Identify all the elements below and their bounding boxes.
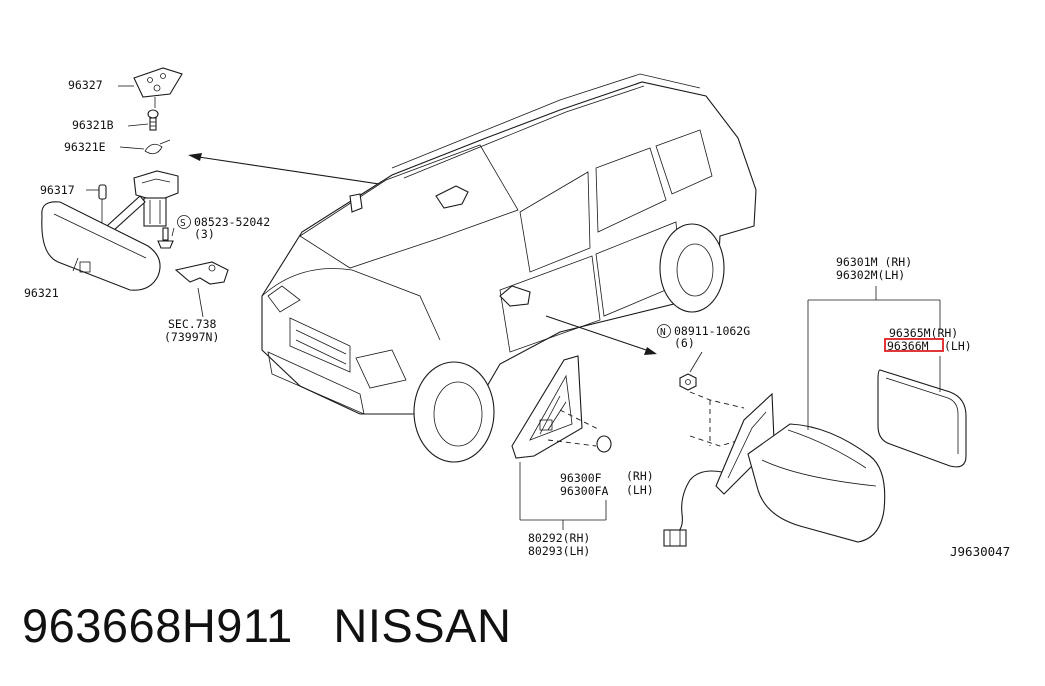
label-nut-qty: (6) [674,336,695,350]
label-96366m-side: (LH) [944,339,972,353]
parts-diagram: 96327 96321B 96321E 96317 96321 S 08523-… [24,67,1010,559]
label-80293: 80293(LH) [528,544,590,558]
caption-part-number: 963668H911 [22,599,293,652]
label-96300f-side: (RH) [626,469,654,483]
mirror-mount-bracket [133,170,179,202]
mirror-base-plate [133,67,183,98]
s-symbol-circle [177,215,191,229]
vehicle-illustration [261,73,757,463]
label-08911-1062g: 08911-1062G [674,324,750,338]
interior-mirror-group [41,67,229,318]
label-96321e: 96321E [64,140,106,154]
label-80292: 80292(RH) [528,531,590,545]
caption: 963668H911 NISSAN [22,598,511,653]
label-96300fa: 96300FA [560,484,609,498]
part-labels: 96327 96321B 96321E 96317 96321 S 08523-… [24,78,1010,559]
caption-brand: NISSAN [333,599,512,652]
mirror-glass [877,369,967,468]
screw-symbol: S [180,218,186,229]
nut-symbol: N [660,327,666,338]
mirror-harness [675,470,723,535]
corner-finisher [511,355,583,459]
nut-08911 [679,373,697,391]
n-symbol-circle [657,324,671,338]
arrow-to-door-mirror [545,315,657,355]
label-96321: 96321 [24,286,59,300]
diagram-id: J9630047 [950,544,1010,559]
screw-96321b [147,109,159,131]
label-96300f: 96300F [560,471,602,485]
highlight-96366m [884,338,944,352]
label-73997n: (73997N) [164,330,219,344]
label-96317: 96317 [40,183,75,197]
clip-96321e [144,139,171,155]
label-96302m: 96302M(LH) [836,268,905,282]
label-96321b: 96321B [72,118,114,132]
label-08523-52042: 08523-52042 [194,215,270,229]
label-sec-738: SEC.738 [168,317,217,331]
interior-mirror-body [41,201,161,291]
sec-738-bracket [174,261,229,285]
screw-08523 [157,227,174,249]
label-96300fa-side: (LH) [626,483,654,497]
door-mirror-housing [747,423,886,543]
cap-96300f [596,435,612,453]
label-96365m: 96365M(RH) [889,326,958,340]
label-screw-qty: (3) [194,227,215,241]
door-mirror-group [663,286,967,547]
cap-96317 [98,184,107,200]
label-96366m: 96366M [887,339,929,353]
label-96327: 96327 [68,78,103,92]
label-96301m: 96301M (RH) [836,255,912,269]
corner-finisher-group [511,355,612,530]
